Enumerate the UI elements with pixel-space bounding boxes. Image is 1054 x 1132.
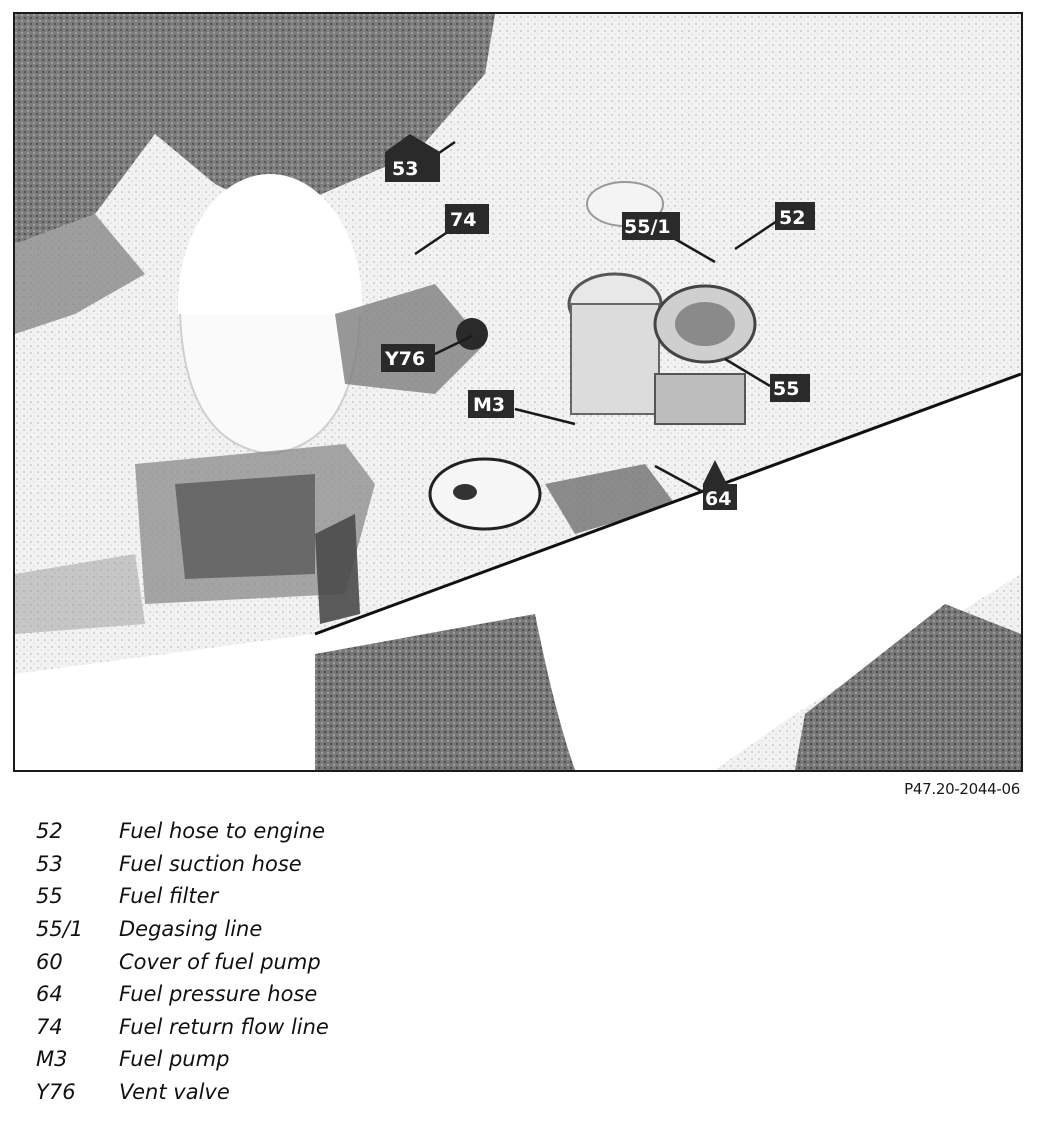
callout-55-label: 55	[773, 378, 799, 400]
callout-M3: M3	[468, 390, 514, 418]
callout-53-label: 53	[392, 158, 418, 180]
legend-item: 52 Fuel hose to engine	[36, 815, 329, 848]
legend-code: 60	[36, 949, 63, 974]
legend-item: 60 Cover of fuel pump	[36, 945, 329, 978]
legend-code: 55/1	[36, 917, 84, 942]
legend-description: Cover of fuel pump	[119, 949, 321, 974]
legend-description: Degasing line	[119, 917, 263, 942]
legend-item: 74 Fuel return flow line	[36, 1011, 329, 1044]
legend-code: 64	[36, 982, 63, 1007]
callout-Y76: Y76	[381, 344, 435, 372]
engine-bay-illustration: 53 74 55/1 52 Y76 55 M3 64	[15, 14, 1021, 770]
legend-description: Fuel pressure hose	[119, 982, 318, 1007]
legend-code: 74	[36, 1014, 63, 1039]
legend-list: 52 Fuel hose to engine 53 Fuel suction h…	[36, 815, 329, 1108]
legend-description: Vent valve	[119, 1080, 230, 1105]
callout-52-label: 52	[779, 207, 805, 229]
callout-64: 64	[703, 460, 737, 510]
legend-code: 52	[36, 819, 63, 844]
legend-item: 55 Fuel filter	[36, 880, 329, 913]
legend-code: 53	[36, 851, 63, 876]
callout-74-label: 74	[450, 209, 476, 231]
legend-code: M3	[36, 1047, 68, 1072]
legend-item: 55/1 Degasing line	[36, 913, 329, 946]
callout-55: 55	[770, 374, 810, 402]
callout-Y76-label: Y76	[384, 348, 425, 370]
callout-55-1-label: 55/1	[624, 216, 671, 238]
figure-reference: P47.20-2044-06	[904, 780, 1020, 798]
legend-item: 64 Fuel pressure hose	[36, 978, 329, 1011]
legend-description: Fuel hose to engine	[119, 819, 326, 844]
callout-74: 74	[445, 204, 489, 234]
legend-description: Fuel filter	[119, 884, 219, 909]
legend-item: Y76 Vent valve	[36, 1076, 329, 1109]
legend-code: 55	[36, 884, 63, 909]
legend-item: M3 Fuel pump	[36, 1043, 329, 1076]
legend-description: Fuel suction hose	[119, 851, 302, 876]
callout-52: 52	[775, 202, 815, 230]
legend-code: Y76	[36, 1080, 76, 1105]
legend-description: Fuel return flow line	[119, 1014, 329, 1039]
legend-item: 53 Fuel suction hose	[36, 848, 329, 881]
callout-M3-label: M3	[473, 394, 505, 416]
callout-64-label: 64	[705, 488, 731, 510]
legend-description: Fuel pump	[119, 1047, 230, 1072]
callout-55-1: 55/1	[622, 212, 680, 240]
callout-53: 53	[385, 134, 440, 182]
engine-bay-photo: 53 74 55/1 52 Y76 55 M3 64	[13, 12, 1023, 772]
